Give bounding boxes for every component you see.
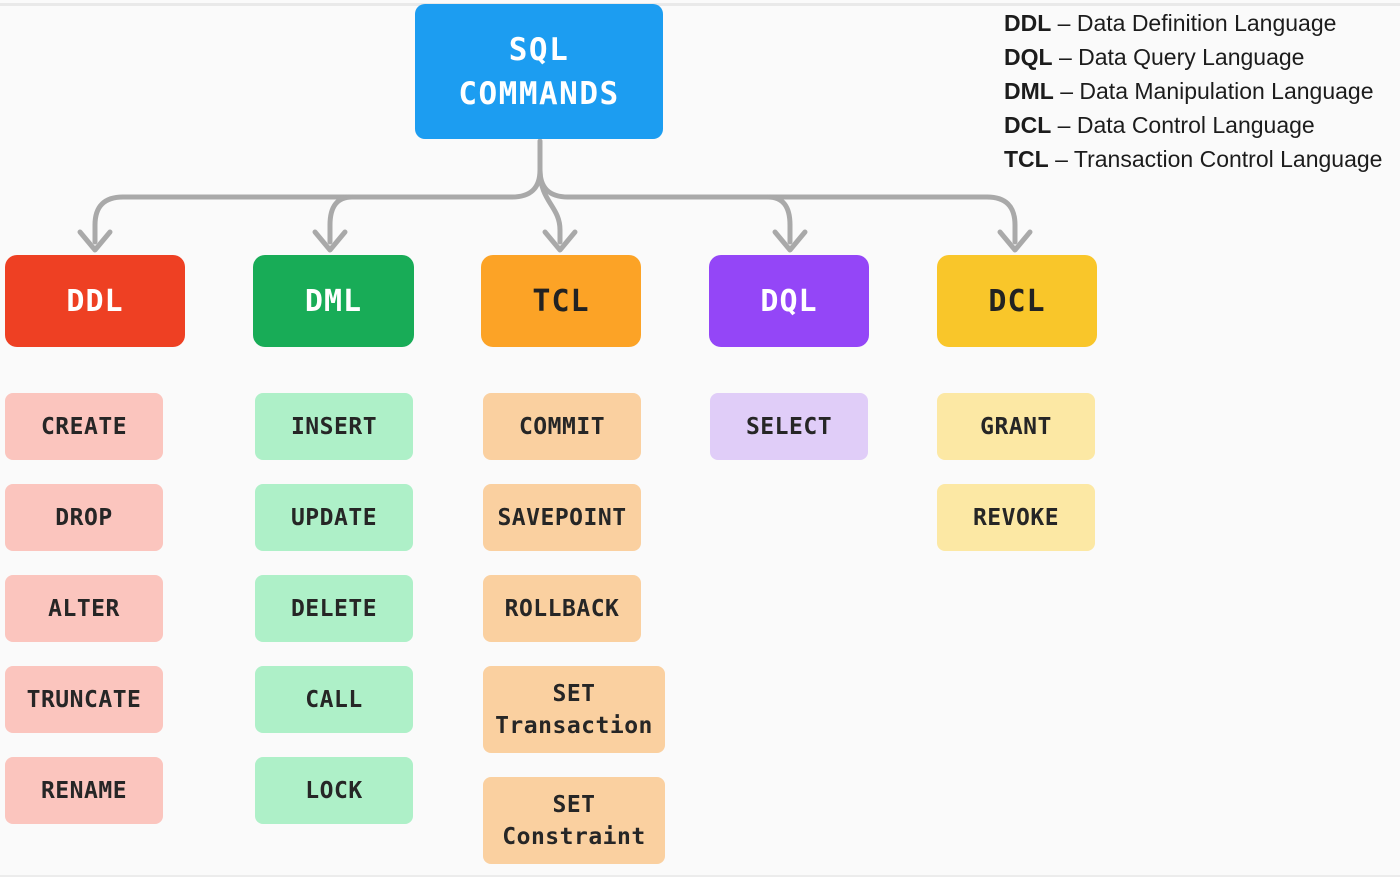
arrowhead-dml <box>312 229 348 253</box>
column-dql-commands: SELECT <box>710 393 868 460</box>
connector-right-rail <box>537 167 1018 245</box>
legend-desc-dml: – Data Manipulation Language <box>1053 78 1374 104</box>
legend-desc-ddl: – Data Definition Language <box>1051 10 1337 36</box>
command-box-select: SELECT <box>710 393 868 460</box>
legend-item-dql: DQL – Data Query Language <box>1004 40 1382 74</box>
legend-desc-dql: – Data Query Language <box>1052 44 1305 70</box>
legend-abbr-tcl: TCL <box>1004 146 1049 172</box>
command-box-create: CREATE <box>5 393 163 460</box>
legend-abbr-dcl: DCL <box>1004 112 1052 138</box>
command-box-commit: COMMIT <box>483 393 641 460</box>
command-box-delete: DELETE <box>255 575 413 642</box>
legend-abbr-dml: DML <box>1004 78 1054 104</box>
command-box-drop: DROP <box>5 484 163 551</box>
legend-abbr-ddl: DDL <box>1004 10 1052 36</box>
category-box-dcl: DCL <box>937 255 1097 347</box>
command-box-rollback: ROLLBACK <box>483 575 641 642</box>
root-node-title-line2: COMMANDS <box>458 75 620 112</box>
command-box-alter: ALTER <box>5 575 163 642</box>
connector-left-rail <box>92 138 543 245</box>
command-box-truncate: TRUNCATE <box>5 666 163 733</box>
category-box-ddl: DDL <box>5 255 185 347</box>
command-box-revoke: REVOKE <box>937 484 1095 551</box>
legend-item-dcl: DCL – Data Control Language <box>1004 108 1382 142</box>
connector-center-branch <box>537 167 563 245</box>
root-node-title-line1: SQL <box>508 31 570 68</box>
legend-item-dml: DML – Data Manipulation Language <box>1004 74 1382 108</box>
legend-abbr-dql: DQL <box>1004 44 1053 70</box>
command-box-insert: INSERT <box>255 393 413 460</box>
root-node-sql-commands: SQL COMMANDS <box>415 4 663 139</box>
command-box-grant: GRANT <box>937 393 1095 460</box>
legend-item-ddl: DDL – Data Definition Language <box>1004 6 1382 40</box>
command-box-call: CALL <box>255 666 413 733</box>
command-box-lock: LOCK <box>255 757 413 824</box>
arrowhead-dcl <box>997 229 1033 253</box>
legend-desc-tcl: – Transaction Control Language <box>1048 146 1383 172</box>
bottom-divider <box>0 875 1400 877</box>
category-box-dql: DQL <box>709 255 869 347</box>
column-ddl-commands: CREATE DROP ALTER TRUNCATE RENAME <box>5 393 163 824</box>
arrowhead-ddl <box>77 229 113 253</box>
arrowhead-dql <box>772 229 808 253</box>
category-box-dml: DML <box>253 255 414 347</box>
legend-desc-dcl: – Data Control Language <box>1051 112 1315 138</box>
legend-item-tcl: TCL – Transaction Control Language <box>1004 142 1382 176</box>
column-dcl-commands: GRANT REVOKE <box>937 393 1095 551</box>
command-box-rename: RENAME <box>5 757 163 824</box>
connector-dml-branch <box>327 194 355 245</box>
arrowhead-tcl <box>542 229 578 253</box>
command-box-savepoint: SAVEPOINT <box>483 484 641 551</box>
column-dml-commands: INSERT UPDATE DELETE CALL LOCK <box>255 393 413 824</box>
command-box-update: UPDATE <box>255 484 413 551</box>
category-box-tcl: TCL <box>481 255 641 347</box>
top-divider <box>0 3 1400 6</box>
connector-dql-branch <box>765 194 793 245</box>
